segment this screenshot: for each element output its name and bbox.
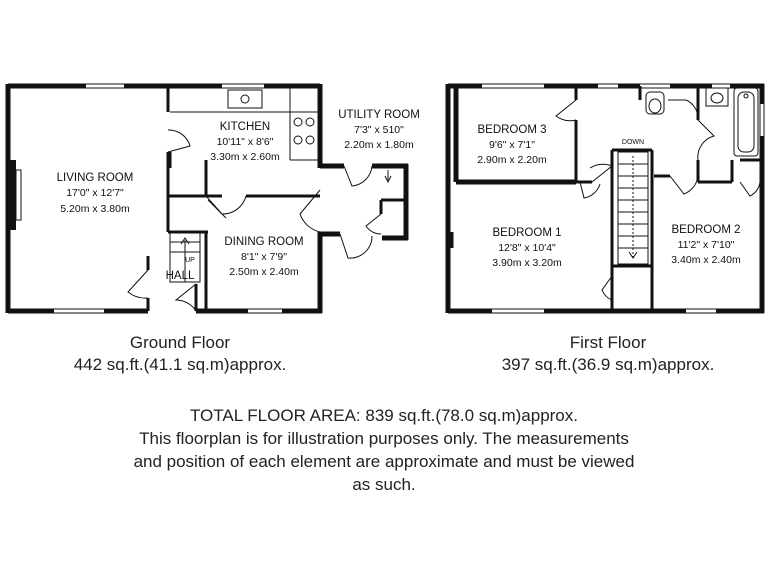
hall-name: HALL [166,270,195,282]
ground-floor-area: 442 sq.ft.(41.1 sq.m)approx. [73,355,287,374]
disclaimer-line-1: This floorplan is for illustration purpo… [139,429,629,448]
ground-floor-labels: LIVING ROOM 17'0" x 12'7" 5.20m x 3.80m … [57,104,424,282]
first-floor-plan [445,83,765,314]
bedroom-1-metric: 3.90m x 3.20m [492,257,562,269]
floorplan-drawing: LIVING ROOM 17'0" x 12'7" 5.20m x 3.80m … [5,83,765,314]
bedroom-3-metric: 2.90m x 2.20m [477,154,547,166]
ground-floor-doors [127,129,382,312]
ground-floor-windows [54,83,282,314]
kitchen-imperial: 10'11" x 8'6" [217,136,274,148]
utility-room-imperial: 7'3" x 510" [354,124,404,136]
dining-room-imperial: 8'1" x 7'9" [241,251,287,263]
bedroom-1-imperial: 12'8" x 10'4" [498,242,556,254]
bedroom-2-imperial: 11'2" x 7'10" [678,239,735,251]
bedroom-2-metric: 3.40m x 2.40m [671,254,741,266]
dining-room-name: DINING ROOM [224,236,303,248]
first-floor-windows [482,83,765,314]
utility-room-name: UTILITY ROOM [338,109,420,121]
total-floor-area: TOTAL FLOOR AREA: 839 sq.ft.(78.0 sq.m)a… [189,406,578,425]
first-floor-caption: First Floor 397 sq.ft.(36.9 sq.m)approx. [448,332,768,376]
bedroom-2-name: BEDROOM 2 [671,224,740,236]
fireplace [9,160,16,230]
first-floor-title: First Floor [569,333,647,352]
kitchen-name: KITCHEN [220,121,270,133]
utility-room-metric: 2.20m x 1.80m [344,139,414,151]
disclaimer-line-3: as such. [352,475,416,494]
kitchen-counters [170,88,318,161]
first-floor-doors [555,99,761,301]
first-floor-internal-walls [574,86,760,311]
living-room-metric: 5.20m x 3.80m [60,203,130,215]
bedroom-3-name: BEDROOM 3 [477,124,546,136]
bedroom-1-name: BEDROOM 1 [492,227,561,239]
living-room-name: LIVING ROOM [57,172,134,184]
dining-room-metric: 2.50m x 2.40m [229,266,299,278]
disclaimer-line-2: and position of each element are approxi… [133,452,635,471]
ground-floor-plan [5,83,409,314]
first-floor-outer-walls [445,83,765,314]
floor-area-footer: TOTAL FLOOR AREA: 839 sq.ft.(78.0 sq.m)a… [40,404,728,496]
ground-floor-stairs [169,231,201,283]
ground-floor-caption: Ground Floor 442 sq.ft.(41.1 sq.m)approx… [20,332,340,376]
kitchen-metric: 3.30m x 2.60m [210,151,280,163]
bathroom-fixtures [645,87,759,157]
ground-floor-title: Ground Floor [129,333,231,352]
stair-up-label: UP [185,257,195,264]
stair-down-label: DOWN [622,139,644,146]
ground-floor-outer-walls [5,83,409,314]
bedroom-3-imperial: 9'6" x 7'1" [489,139,535,151]
living-room-imperial: 17'0" x 12'7" [66,187,124,199]
first-floor-stairs [617,151,649,265]
first-floor-labels: BEDROOM 3 9'6" x 7'1" 2.90m x 2.20m BEDR… [477,124,741,269]
first-floor-area: 397 sq.ft.(36.9 sq.m)approx. [501,355,715,374]
